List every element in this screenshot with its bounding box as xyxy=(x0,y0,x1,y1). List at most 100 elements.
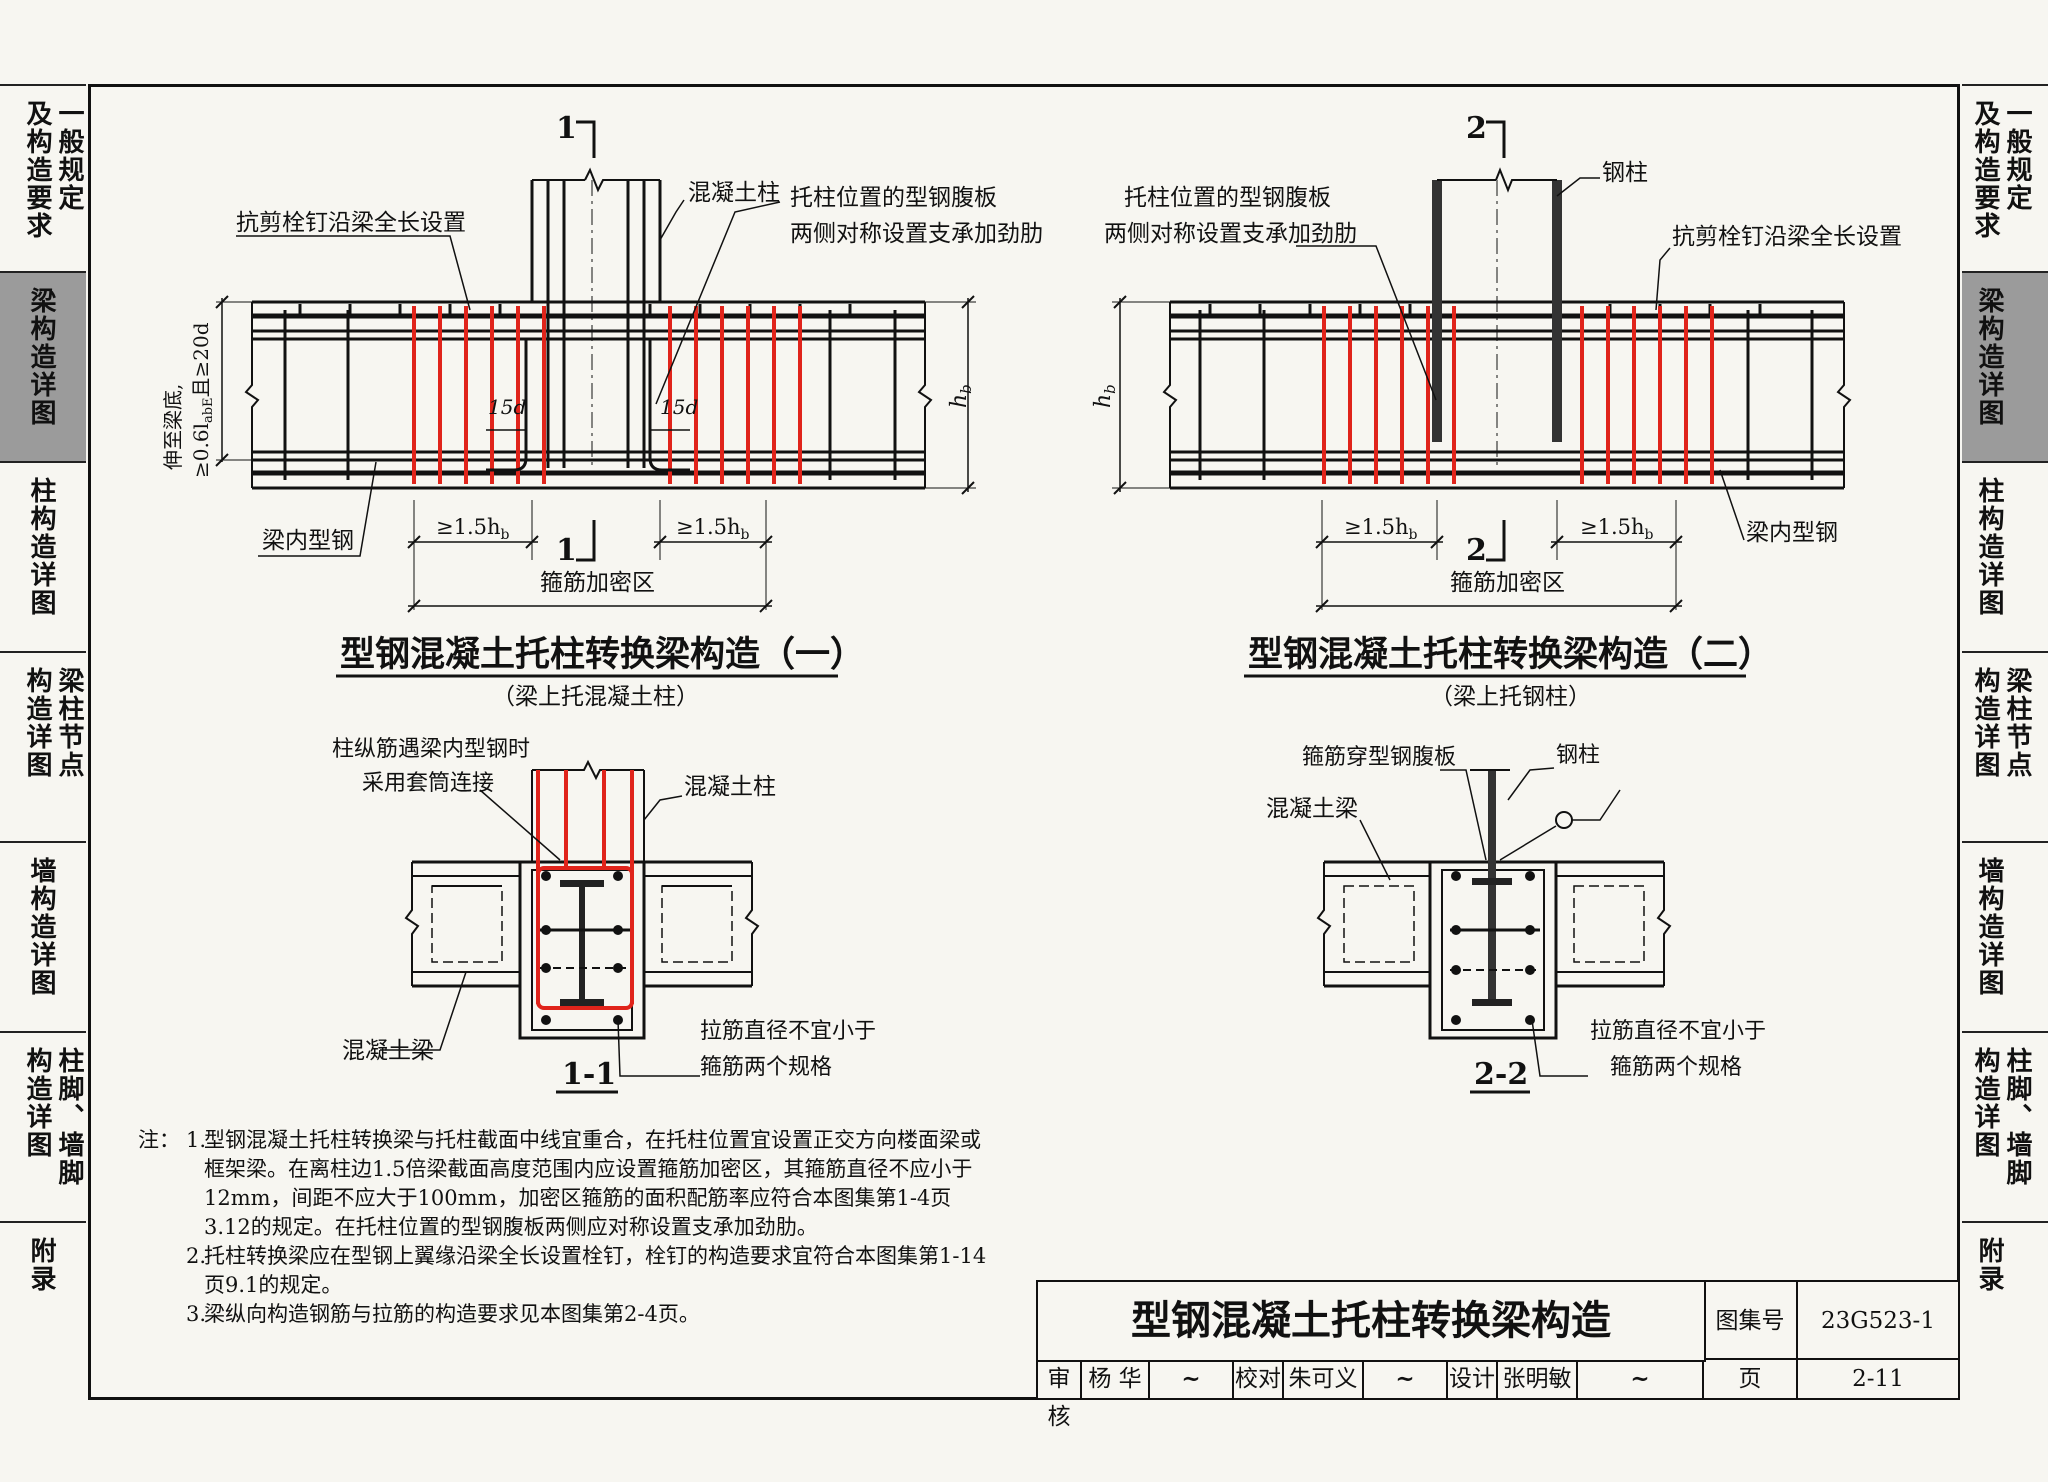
page-label: 页 xyxy=(1704,1360,1798,1398)
tab-general[interactable]: 及构造要求 一般规定 xyxy=(0,84,86,271)
mark-1-1: 1-1 xyxy=(562,1057,616,1092)
tab-footing-right-col2: 柱脚、墙脚 xyxy=(2002,1047,2032,1187)
section-2-2: 箍筋穿型钢腹板 钢柱 混凝土梁 拉筋直径不宜小于 箍筋两个规格 2-2 xyxy=(1266,743,1766,1094)
title-diagram-1: 型钢混凝土托柱转换梁构造（一） xyxy=(340,634,865,675)
tab-column-label: 柱构造详图 xyxy=(26,477,56,617)
section-mark-2-bottom: 2 xyxy=(1466,533,1487,568)
tab-footing-right[interactable]: 构造详图 柱脚、墙脚 xyxy=(1962,1031,2048,1221)
note-num: 3. xyxy=(186,1302,207,1326)
review-label: 审核 xyxy=(1038,1360,1082,1430)
note-text: 托柱转换梁应在型钢上翼缘沿梁全长设置栓钉，栓钉的构造要求宜符合本图集第1-14页… xyxy=(204,1244,987,1297)
label-steel-d2: 梁内型钢 xyxy=(1746,520,1838,546)
note-item: 3. 梁纵向构造钢筋与拉筋的构造要求见本图集第2-4页。 xyxy=(138,1300,988,1329)
dim-15d-left: 15d xyxy=(488,395,526,419)
label-tie-s2-line2: 箍筋两个规格 xyxy=(1610,1055,1742,1080)
tab-general-right[interactable]: 及构造要求 一般规定 xyxy=(1962,84,2048,271)
label-stirrup-s2: 箍筋穿型钢腹板 xyxy=(1302,745,1456,770)
design-signature: ~ xyxy=(1578,1360,1704,1398)
tab-footing-col1: 构造详图 xyxy=(22,1047,52,1159)
dim-hb-d2: hb xyxy=(1091,384,1119,408)
tab-appendix[interactable]: 附录 xyxy=(0,1221,86,1400)
design-name: 张明敏 xyxy=(1498,1360,1578,1398)
tab-joint-col1: 构造详图 xyxy=(22,667,52,779)
tab-beam-right-label: 梁构造详图 xyxy=(1974,287,2004,427)
label-beam-s1: 混凝土梁 xyxy=(342,1038,434,1064)
diagram-2-elevation: 2 2 hb ≥1.5hb ≥1.5hb 箍筋加密区 托柱位置的型钢腹板 两侧对… xyxy=(1091,111,1902,710)
tab-beam[interactable]: 梁构造详图 xyxy=(0,271,86,461)
tab-general-right-col2: 一般规定 xyxy=(2002,100,2032,212)
dim-hb-d1: hb xyxy=(947,384,975,408)
note-num: 1. xyxy=(186,1128,207,1152)
label-column-s1: 混凝土柱 xyxy=(684,774,776,800)
tab-beam-right[interactable]: 梁构造详图 xyxy=(1962,271,2048,461)
tab-joint[interactable]: 构造详图 梁柱节点 xyxy=(0,651,86,841)
tab-joint-right-col1: 构造详图 xyxy=(1970,667,2000,779)
tab-column-right-label: 柱构造详图 xyxy=(1974,477,2004,617)
anchor-label-line2: ≥0.6labE且≥20d xyxy=(189,322,216,478)
page-number: 2-11 xyxy=(1852,1366,1904,1392)
label-dense-zone-d2: 箍筋加密区 xyxy=(1450,570,1565,596)
title-block: 型钢混凝土托柱转换梁构造 图集号 23G523-1 审核 杨 华 ~ 校对 朱可… xyxy=(1036,1280,1960,1430)
note-text: 型钢混凝土托柱转换梁与托柱截面中线宜重合，在托柱位置宜设置正交方向楼面梁或框架梁… xyxy=(204,1128,981,1239)
drawing-frame xyxy=(88,84,1960,1400)
dim-15hb-d1-left: ≥1.5hb xyxy=(436,515,510,543)
label-beam-s2: 混凝土梁 xyxy=(1266,796,1358,822)
label-stiffener-d2-line2: 两侧对称设置支承加劲肋 xyxy=(1104,221,1357,247)
tab-footing[interactable]: 构造详图 柱脚、墙脚 xyxy=(0,1031,86,1221)
tab-joint-right[interactable]: 构造详图 梁柱节点 xyxy=(1962,651,2048,841)
tab-wall-right[interactable]: 墙构造详图 xyxy=(1962,841,2048,1031)
section-mark-1-bottom: 1 xyxy=(556,533,577,568)
tab-general-col1: 及构造要求 xyxy=(22,100,52,240)
atlas-number: 23G523-1 xyxy=(1798,1282,1958,1360)
review-name: 杨 华 xyxy=(1082,1360,1150,1398)
design-label: 设计 xyxy=(1448,1360,1498,1398)
label-tie-s1-line2: 箍筋两个规格 xyxy=(700,1055,832,1080)
tab-appendix-label: 附录 xyxy=(26,1237,56,1293)
check-name: 朱可义 xyxy=(1284,1360,1364,1398)
atlas-label: 图集号 xyxy=(1704,1282,1798,1360)
label-column-d2: 钢柱 xyxy=(1602,160,1648,186)
section-mark-2-top: 2 xyxy=(1466,111,1487,146)
tab-joint-col2: 梁柱节点 xyxy=(54,667,84,779)
label-tie-s1-line1: 拉筋直径不宜小于 xyxy=(700,1019,876,1044)
subtitle-diagram-2: （梁上托钢柱） xyxy=(1430,684,1591,710)
tab-footing-right-col1: 构造详图 xyxy=(1970,1047,2000,1159)
label-steel-d1: 梁内型钢 xyxy=(262,528,354,554)
label-column-s2: 钢柱 xyxy=(1556,743,1600,768)
dim-15hb-d2-right: ≥1.5hb xyxy=(1580,515,1654,543)
title-diagram-2: 型钢混凝土托柱转换梁构造（二） xyxy=(1248,634,1773,675)
note-item: 2. 托柱转换梁应在型钢上翼缘沿梁全长设置栓钉，栓钉的构造要求宜符合本图集第1-… xyxy=(138,1242,988,1300)
tab-appendix-right-label: 附录 xyxy=(1974,1237,2004,1293)
tab-appendix-right[interactable]: 附录 xyxy=(1962,1221,2048,1400)
label-studs-d2: 抗剪栓钉沿梁全长设置 xyxy=(1672,224,1902,250)
review-signature: ~ xyxy=(1150,1360,1234,1398)
dim-15hb-d2-left: ≥1.5hb xyxy=(1344,515,1418,543)
tab-general-right-col1: 及构造要求 xyxy=(1970,100,2000,240)
check-label: 校对 xyxy=(1234,1360,1284,1398)
subtitle-diagram-1: （梁上托混凝土柱） xyxy=(492,684,699,710)
note-text: 梁纵向构造钢筋与拉筋的构造要求见本图集第2-4页。 xyxy=(204,1302,700,1326)
check-signature: ~ xyxy=(1364,1360,1448,1398)
note-item: 1. 型钢混凝土托柱转换梁与托柱截面中线宜重合，在托柱位置宜设置正交方向楼面梁或… xyxy=(138,1126,988,1242)
dim-15hb-d1-right: ≥1.5hb xyxy=(676,515,750,543)
section-1-1: 柱纵筋遇梁内型钢时 采用套筒连接 混凝土柱 混凝土梁 拉筋直径不宜小于 箍筋两个… xyxy=(332,737,876,1094)
label-stiffener-d1-line2: 两侧对称设置支承加劲肋 xyxy=(790,221,1043,247)
tab-wall-label: 墙构造详图 xyxy=(26,857,56,997)
label-studs-d1: 抗剪栓钉沿梁全长设置 xyxy=(236,210,466,236)
label-stiffener-d1-line1: 托柱位置的型钢腹板 xyxy=(790,185,997,211)
tab-column-right[interactable]: 柱构造详图 xyxy=(1962,461,2048,651)
diagram-1-elevation: 15d 15d 1 1 hb 伸至梁底, ≥0.6labE且≥20d ≥1.5h… xyxy=(161,111,1043,710)
section-mark-1-top: 1 xyxy=(556,111,577,146)
tab-wall[interactable]: 墙构造详图 xyxy=(0,841,86,1031)
label-stiffener-d2-line1: 托柱位置的型钢腹板 xyxy=(1124,185,1331,211)
label-tie-s2-line1: 拉筋直径不宜小于 xyxy=(1590,1019,1766,1044)
tab-column[interactable]: 柱构造详图 xyxy=(0,461,86,651)
mark-2-2: 2-2 xyxy=(1474,1057,1528,1092)
label-dense-zone-d1: 箍筋加密区 xyxy=(540,570,655,596)
label-sleeve-line1: 柱纵筋遇梁内型钢时 xyxy=(332,737,530,762)
notes-label: 注： xyxy=(138,1128,180,1152)
dim-15d-right: 15d xyxy=(660,395,698,419)
note-num: 2. xyxy=(186,1244,207,1268)
sheet-title: 型钢混凝土托柱转换梁构造 xyxy=(1038,1282,1706,1362)
